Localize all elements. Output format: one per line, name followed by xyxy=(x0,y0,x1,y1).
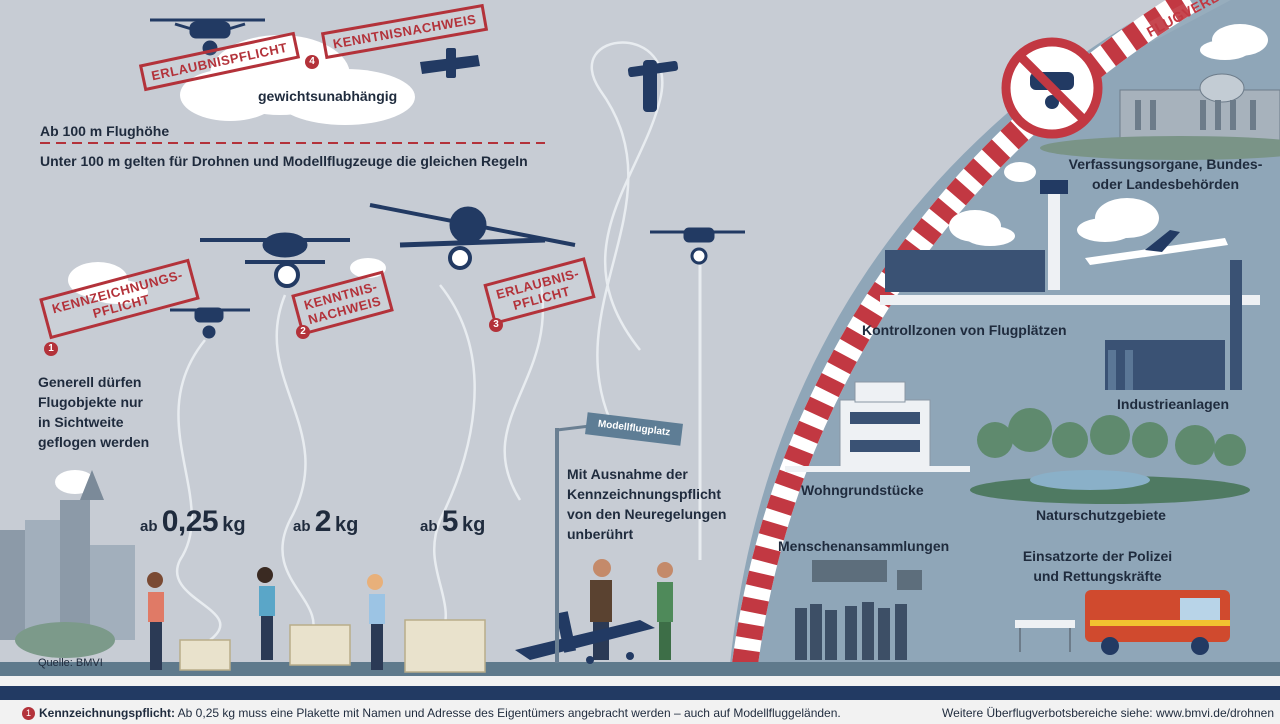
weight-value: 2 xyxy=(314,505,332,538)
weight-unit: kg xyxy=(462,514,486,536)
drone-icon xyxy=(650,227,745,265)
badge-number-1: 1 xyxy=(44,342,58,356)
no-drone-icon xyxy=(1001,37,1103,139)
residential-house-icon xyxy=(839,381,931,471)
city-skyline xyxy=(0,470,135,640)
zone-residential: Wohngrundstücke xyxy=(801,482,924,498)
footer-note: 1 Kennzeichnungspflicht: Ab 0,25 kg muss … xyxy=(22,706,841,720)
person-icon xyxy=(147,572,164,670)
nature-reserve-icon xyxy=(970,408,1250,504)
weight-prefix: ab xyxy=(420,518,438,535)
badge-number-4: 4 xyxy=(305,55,319,69)
weight-value: 0,25 xyxy=(161,505,219,538)
flight-trails xyxy=(176,41,664,641)
cloud-icon xyxy=(68,262,148,304)
badge-number-2: 2 xyxy=(296,325,310,339)
weight-value: 5 xyxy=(441,505,459,538)
footer-more-info-link[interactable]: Weitere Überflugverbotsbereiche siehe: w… xyxy=(942,706,1274,720)
government-building-icon xyxy=(1119,73,1280,141)
weight-unit: kg xyxy=(335,514,359,536)
footer-badge-number-1: 1 xyxy=(22,707,35,720)
weight-prefix: ab xyxy=(140,518,158,535)
factory-icon xyxy=(1105,260,1242,390)
package-boxes xyxy=(179,619,486,673)
weight-threshold-2: ab 2 kg xyxy=(293,505,358,539)
zone-government: Verfassungsorgane, Bundes- oder Landesbe… xyxy=(1068,156,1263,192)
cloud-icon xyxy=(1200,24,1268,60)
model-airplane-icon xyxy=(627,60,679,112)
person-icon xyxy=(257,567,275,660)
weight-independent-label: gewichtsunabhängig xyxy=(258,88,398,104)
fire-truck-icon xyxy=(1085,590,1230,655)
drone-icon xyxy=(200,232,350,288)
weight-unit: kg xyxy=(222,514,246,536)
person-icon xyxy=(590,559,612,660)
source-label: Quelle: BMVI xyxy=(38,657,103,669)
drone-icon xyxy=(170,307,250,339)
zone-airport-control: Kontrollzonen von Flugplätzen xyxy=(862,322,1067,338)
footer-bar: 1 Kennzeichnungspflicht: Ab 0,25 kg muss … xyxy=(0,696,1280,724)
badge-number-3: 3 xyxy=(489,318,503,332)
drone-icon xyxy=(369,203,576,270)
cloud-icon xyxy=(1077,198,1159,242)
stretcher-icon xyxy=(1015,620,1075,652)
footer-note-text: Ab 0,25 kg muss eine Plakette mit Namen … xyxy=(175,706,841,720)
exception-text: Mit Ausnahme der Kennzeichnungspflicht v… xyxy=(567,466,727,542)
zone-nature-reserve: Naturschutzgebiete xyxy=(1036,507,1166,523)
weight-prefix: ab xyxy=(293,518,311,535)
weight-threshold-025: ab 0,25 kg xyxy=(140,505,246,539)
weight-threshold-5: ab 5 kg xyxy=(420,505,485,539)
altitude-above-100-label: Ab 100 m Flughöhe xyxy=(40,123,170,139)
airplane-icon xyxy=(1085,230,1228,265)
model-airplane-icon xyxy=(515,611,655,664)
footer-note-title: Kennzeichnungspflicht: xyxy=(39,706,175,720)
altitude-below-100-label: Unter 100 m gelten für Drohnen und Model… xyxy=(40,153,528,169)
line-of-sight-text: Generell dürfen Flugobjekte nur in Sicht… xyxy=(38,374,150,450)
cloud-icon xyxy=(949,210,1015,246)
zone-industry: Industrieanlagen xyxy=(1117,396,1230,412)
person-icon xyxy=(657,562,673,660)
zone-crowds: Menschenansammlungen xyxy=(778,538,950,554)
restricted-zone-stripes xyxy=(732,0,1197,666)
person-icon xyxy=(367,574,385,670)
drone-icon xyxy=(150,18,265,56)
airport-terminal-icon xyxy=(880,180,1260,305)
crowd-icon xyxy=(795,602,907,660)
zone-emergency: Einsatzorte der Polizei und Rettungskräf… xyxy=(1022,548,1173,584)
model-airplane-icon xyxy=(420,48,480,78)
crowd-banner xyxy=(812,560,887,582)
